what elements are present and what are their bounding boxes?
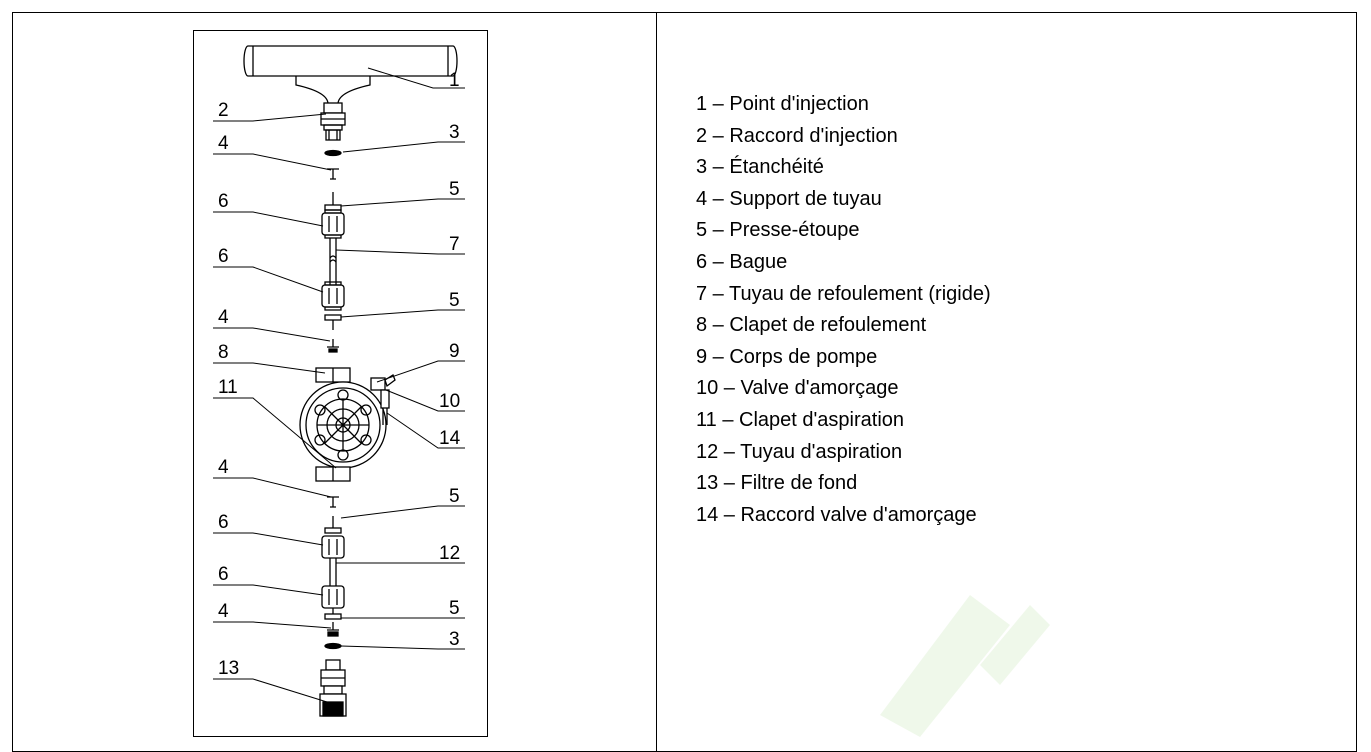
- ring-upper: [321, 209, 345, 239]
- callout-6d: 6: [218, 564, 229, 585]
- legend-item: 8 – Clapet de refoulement: [696, 314, 927, 337]
- ring-lower: [321, 281, 345, 311]
- callout-5d: 5: [449, 598, 460, 619]
- pump-assembly-diagram: 1 2 3 4 5 6 7 6 5 4 8 9 10 11 14 4 5 6 6…: [213, 45, 465, 717]
- callout-5b: 5: [449, 290, 460, 311]
- legend-item: 3 – Étanchéité: [696, 156, 824, 179]
- callout-5c: 5: [449, 486, 460, 507]
- callout-4c: 4: [218, 457, 229, 478]
- legend-item: 10 – Valve d'amorçage: [696, 377, 899, 400]
- legend-item: 13 – Filtre de fond: [696, 472, 858, 495]
- callout-10: 10: [439, 391, 460, 412]
- legend-item: 6 – Bague: [696, 250, 788, 273]
- callout-3b: 3: [449, 629, 460, 650]
- pump-body: [299, 374, 396, 469]
- legend-item: 7 – Tuyau de refoulement (rigide): [696, 282, 991, 305]
- callout-1: 1: [449, 70, 460, 91]
- watermark-logo: [880, 595, 1050, 737]
- legend-item: 5 – Presse-étoupe: [696, 219, 860, 242]
- callout-12: 12: [439, 543, 460, 564]
- legend-item: 2 – Raccord d'injection: [696, 124, 898, 147]
- callout-5: 5: [449, 179, 460, 200]
- callout-4: 4: [218, 133, 229, 154]
- legend-item: 12 – Tuyau d'aspiration: [696, 440, 903, 463]
- callout-3: 3: [449, 122, 460, 143]
- legend-item: 4 – Support de tuyau: [696, 187, 882, 210]
- legend-item: 9 – Corps de pompe: [696, 345, 878, 368]
- callout-9: 9: [449, 341, 460, 362]
- callout-4d: 4: [218, 601, 229, 622]
- callout-4b: 4: [218, 307, 229, 328]
- callout-6: 6: [218, 191, 229, 212]
- callout-6b: 6: [218, 246, 229, 267]
- legend-item: 1 – Point d'injection: [696, 93, 869, 115]
- column-divider: [656, 12, 657, 752]
- callout-11: 11: [218, 377, 238, 398]
- injection-fitting: [320, 102, 346, 141]
- legend-item: 11 – Clapet d'aspiration: [696, 408, 905, 431]
- callout-7: 7: [449, 234, 460, 255]
- callout-8: 8: [218, 342, 229, 363]
- callout-2: 2: [218, 100, 229, 121]
- callout-numbers: 1 2 3 4 5 6 7 6 5 4 8 9 10 11 14 4 5 6 6…: [218, 70, 461, 679]
- callout-13: 13: [218, 658, 239, 679]
- callout-14: 14: [439, 428, 461, 449]
- parts-legend: 1 – Point d'injection 2 – Raccord d'inje…: [696, 89, 991, 531]
- foot-filter: [319, 659, 347, 717]
- legend-item: 14 – Raccord valve d'amorçage: [696, 503, 977, 526]
- callout-6c: 6: [218, 512, 229, 533]
- injection-point-tee: [243, 45, 458, 112]
